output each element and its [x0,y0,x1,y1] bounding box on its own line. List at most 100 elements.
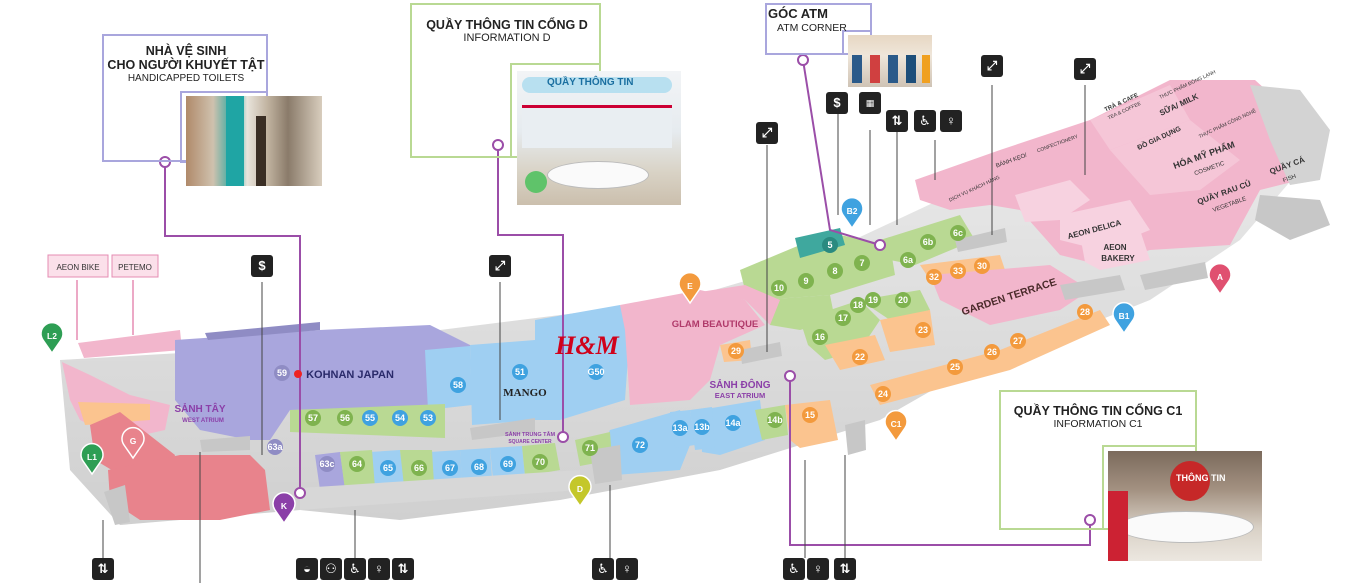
unit-marker-14b[interactable]: 14b [767,412,783,428]
unit-marker-8[interactable]: 8 [827,263,843,279]
unit-number: 27 [1013,336,1023,346]
gate-label: E [687,281,693,291]
gate-pin-b2[interactable]: B2 [840,196,864,230]
wheelchair-icon[interactable]: ♿ [783,558,805,580]
gray-blocks [200,228,1208,510]
unit-marker-5[interactable]: 5 [822,237,838,253]
unit-marker-13b[interactable]: 13b [694,419,710,435]
wheelchair-icon[interactable]: ♿ [344,558,366,580]
unit-marker-18[interactable]: 18 [850,297,866,313]
restroom-icon[interactable]: ♀ [616,558,638,580]
unit-marker-19[interactable]: 19 [865,292,881,308]
unit-number: 26 [987,347,997,357]
escalator-icon[interactable]: ⤢ [981,55,1003,77]
gate-pin-k[interactable]: K [272,491,296,525]
gate-pin-b1[interactable]: B1 [1112,301,1136,335]
elevator-icon[interactable]: ⇅ [92,558,114,580]
unit-marker-13a[interactable]: 13a [672,420,688,436]
unit-marker-20[interactable]: 20 [895,292,911,308]
escalator-icon[interactable]: ⤢ [756,122,778,144]
escalator-icon[interactable]: ⤢ [1074,58,1096,80]
unit-marker-72[interactable]: 72 [632,437,648,453]
atm-machine-icon[interactable]: ▦ [859,92,881,114]
unit-marker-24[interactable]: 24 [875,386,891,402]
unit-marker-29[interactable]: 29 [728,343,744,359]
wheelchair-icon[interactable]: ♿ [592,558,614,580]
elevator-icon[interactable]: ⇅ [834,558,856,580]
unit-number: 68 [474,462,484,472]
unit-number: 14a [725,418,741,428]
unit-marker-57[interactable]: 57 [305,410,321,426]
unit-marker-50[interactable]: G50 [587,364,605,380]
restroom-icon[interactable]: ♀ [368,558,390,580]
unit-marker-6b[interactable]: 6b [920,234,936,250]
unit-marker-59[interactable]: 59 [274,365,290,381]
unit-marker-58[interactable]: 58 [450,377,466,393]
gate-pin-c1[interactable]: C1 [884,409,908,443]
unit-marker-56[interactable]: 56 [337,410,353,426]
unit-marker-6c[interactable]: 6c [950,225,966,241]
baby-care-icon[interactable]: ◒ [296,558,318,580]
unit-marker-27[interactable]: 27 [1010,333,1026,349]
unit-marker-7[interactable]: 7 [854,255,870,271]
unit-marker-16[interactable]: 16 [812,329,828,345]
unit-number: 6a [903,255,914,265]
gate-pin-d[interactable]: D [568,474,592,508]
restroom-icon[interactable]: ♀ [940,110,962,132]
unit-marker-70[interactable]: 70 [532,454,548,470]
unit-marker-68[interactable]: 68 [471,459,487,475]
unit-number: 64 [352,459,362,469]
gate-pin-l2[interactable]: L2 [40,321,64,355]
unit-marker-25[interactable]: 25 [947,359,963,375]
family-icon[interactable]: ⚇ [320,558,342,580]
unit-marker-17[interactable]: 17 [835,310,851,326]
wheelchair-icon[interactable]: ♿ [914,110,936,132]
restroom-icon[interactable]: ♀ [807,558,829,580]
unit-marker-6a[interactable]: 6a [900,252,916,268]
unit-number: 19 [868,295,878,305]
store-petemo: PETEMO [118,263,152,272]
unit-marker-10[interactable]: 10 [771,280,787,296]
unit-marker-32[interactable]: 32 [926,269,942,285]
unit-marker-30[interactable]: 30 [974,258,990,274]
unit-marker-26[interactable]: 26 [984,344,1000,360]
unit-marker-63c[interactable]: 63c [319,456,335,472]
unit-marker-9[interactable]: 9 [798,273,814,289]
unit-marker-63a[interactable]: 63a [267,439,283,455]
unit-marker-14a[interactable]: 14a [725,415,741,431]
unit-marker-66[interactable]: 66 [411,460,427,476]
unit-marker-22[interactable]: 22 [852,349,868,365]
unit-marker-67[interactable]: 67 [442,460,458,476]
atm-icon[interactable]: $ [251,255,273,277]
elevator-icon[interactable]: ⇅ [392,558,414,580]
unit-marker-55[interactable]: 55 [362,410,378,426]
unit-marker-53[interactable]: 53 [420,410,436,426]
gate-pin-g[interactable]: G [121,426,145,460]
info-d-subtitle: INFORMATION D [463,32,551,45]
unit-marker-23[interactable]: 23 [915,322,931,338]
unit-marker-54[interactable]: 54 [392,410,408,426]
unit-marker-51[interactable]: 51 [512,364,528,380]
unit-marker-15[interactable]: 15 [802,407,818,423]
unit-number: 22 [855,352,865,362]
icon-lines [102,85,1086,583]
unit-marker-69[interactable]: 69 [500,456,516,472]
escalator-icon[interactable]: ⤢ [489,255,511,277]
gate-pin-shape [80,442,104,476]
toilets-photo [186,96,322,186]
unit-marker-33[interactable]: 33 [950,263,966,279]
unit-marker-71[interactable]: 71 [582,440,598,456]
unit-marker-64[interactable]: 64 [349,456,365,472]
gate-pin-a[interactable]: A [1208,262,1232,296]
gate-pin-l1[interactable]: L1 [80,442,104,476]
unit-marker-28[interactable]: 28 [1077,304,1093,320]
unit-marker-circle [850,297,866,313]
unit-number: 55 [365,413,375,423]
callout-dots [159,54,1096,526]
elevator-icon[interactable]: ⇅ [886,110,908,132]
unit-marker-65[interactable]: 65 [380,460,396,476]
unit-number: 71 [585,443,595,453]
gate-pin-e[interactable]: E [678,271,702,305]
atm-icon[interactable]: $ [826,92,848,114]
